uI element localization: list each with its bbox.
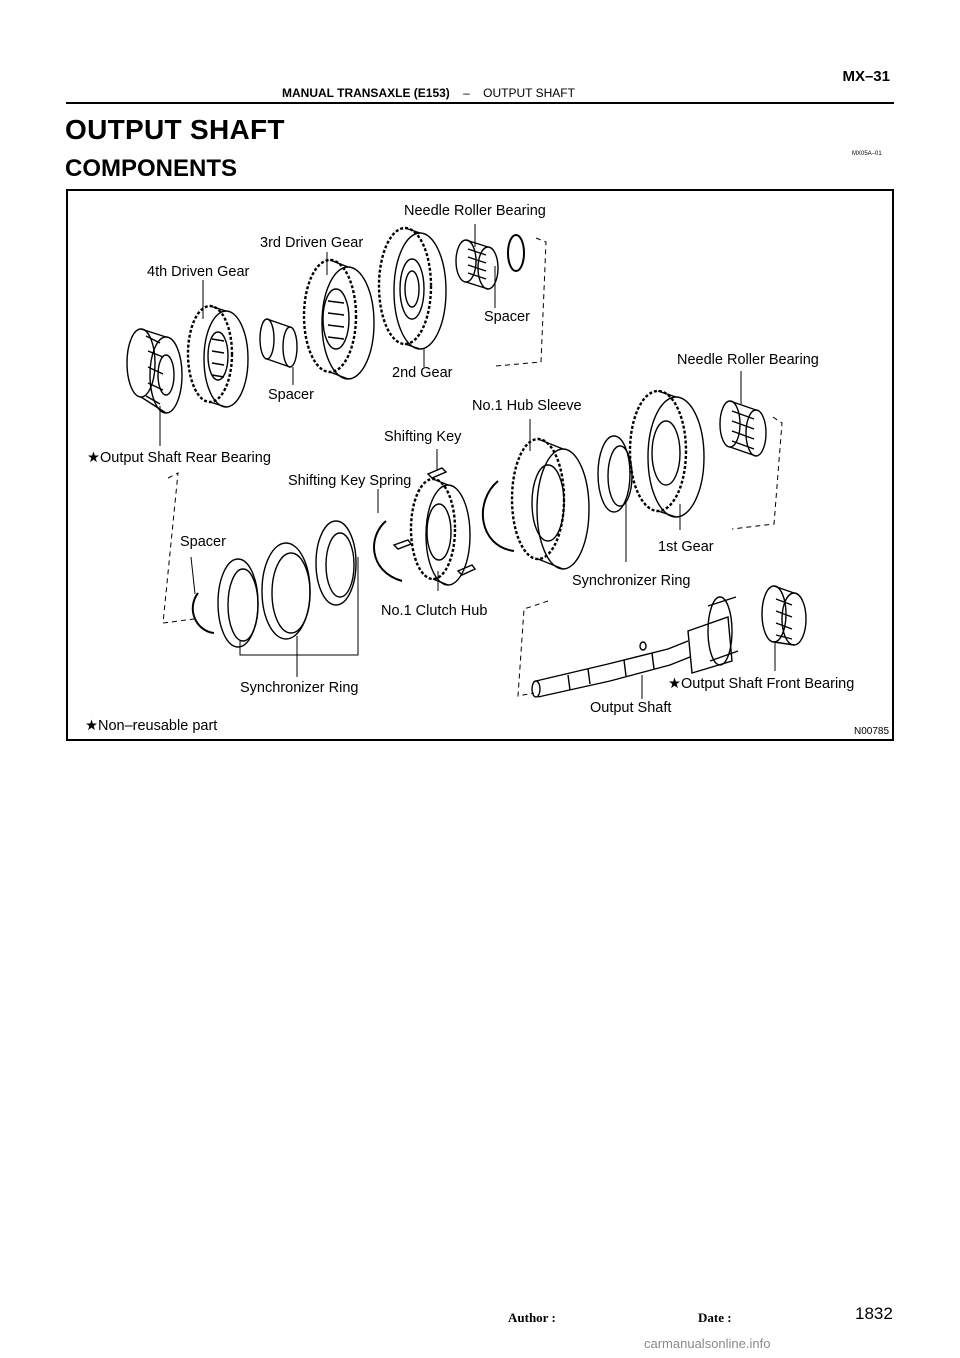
label-spacer-left: Spacer — [180, 534, 226, 550]
watermark: carmanualsonline.info — [644, 1336, 771, 1351]
header-page-code: MX–31 — [842, 68, 890, 85]
label-no1-hub-sleeve: No.1 Hub Sleeve — [472, 398, 582, 414]
label-fourth-driven-gear: 4th Driven Gear — [147, 264, 250, 280]
footer-date-label: Date : — [698, 1310, 732, 1325]
second-gear — [377, 226, 447, 350]
footer-page-number: 1832 — [855, 1304, 893, 1323]
fourth-driven-gear — [186, 304, 249, 408]
label-shifting-key-spring: Shifting Key Spring — [288, 473, 412, 489]
spacer-ring-top — [507, 234, 525, 272]
label-spacer-mid: Spacer — [268, 387, 314, 403]
snap-ring-mid — [482, 480, 515, 552]
label-output-shaft-front-bearing: ★Output Shaft Front Bearing — [668, 676, 855, 692]
header-section: MANUAL TRANSAXLE (E153) – OUTPUT SHAFT — [282, 86, 575, 100]
header-separator: – — [463, 86, 470, 100]
label-third-driven-gear: 3rd Driven Gear — [260, 235, 364, 251]
exploded-view-drawing — [126, 224, 807, 699]
label-output-shaft-rear-bearing: ★Output Shaft Rear Bearing — [87, 450, 271, 466]
needle-roller-bearing-right — [719, 400, 767, 457]
header-rule — [66, 102, 894, 104]
label-no1-clutch-hub: No.1 Clutch Hub — [381, 603, 488, 619]
label-needle-roller-bearing-right: Needle Roller Bearing — [677, 352, 819, 368]
output-shaft-front-bearing — [761, 585, 807, 646]
figure-code: N00785 — [854, 726, 890, 737]
output-shaft — [531, 596, 739, 698]
label-output-shaft: Output Shaft — [590, 700, 672, 716]
first-gear — [628, 389, 705, 518]
needle-roller-bearing-top — [455, 239, 499, 290]
label-second-gear: 2nd Gear — [392, 365, 453, 381]
leader-lines — [159, 224, 776, 699]
output-shaft-rear-bearing — [126, 328, 183, 414]
page-subtitle: COMPONENTS — [65, 155, 238, 182]
third-driven-gear — [302, 258, 375, 380]
synchronizer-ring-right — [597, 435, 633, 513]
label-first-gear: 1st Gear — [658, 539, 714, 555]
label-shifting-key: Shifting Key — [384, 429, 462, 445]
reference-code: MX05A–01 — [852, 151, 882, 157]
spacer-sleeve — [259, 318, 298, 368]
no1-hub-sleeve — [510, 437, 590, 570]
label-synchronizer-ring-left: Synchronizer Ring — [240, 680, 359, 696]
page-title: OUTPUT SHAFT — [65, 114, 285, 145]
label-spacer-top-right: Spacer — [484, 309, 530, 325]
spacer-ring-left — [191, 592, 215, 634]
shifting-key-spring — [373, 520, 403, 582]
footer-author-label: Author : — [508, 1310, 556, 1325]
synchronizer-rings-left — [217, 520, 357, 648]
label-needle-roller-bearing-top: Needle Roller Bearing — [404, 203, 546, 219]
label-synchronizer-ring-right: Synchronizer Ring — [572, 573, 691, 589]
header-section-title: MANUAL TRANSAXLE (E153) — [282, 86, 450, 100]
no1-clutch-hub — [409, 477, 471, 586]
assembly-guide-lines — [162, 237, 783, 697]
components-figure: Needle Roller Bearing 3rd Driven Gear 4t… — [66, 189, 894, 741]
header-subsection: OUTPUT SHAFT — [483, 86, 575, 100]
figure-legend: ★Non–reusable part — [85, 718, 218, 734]
